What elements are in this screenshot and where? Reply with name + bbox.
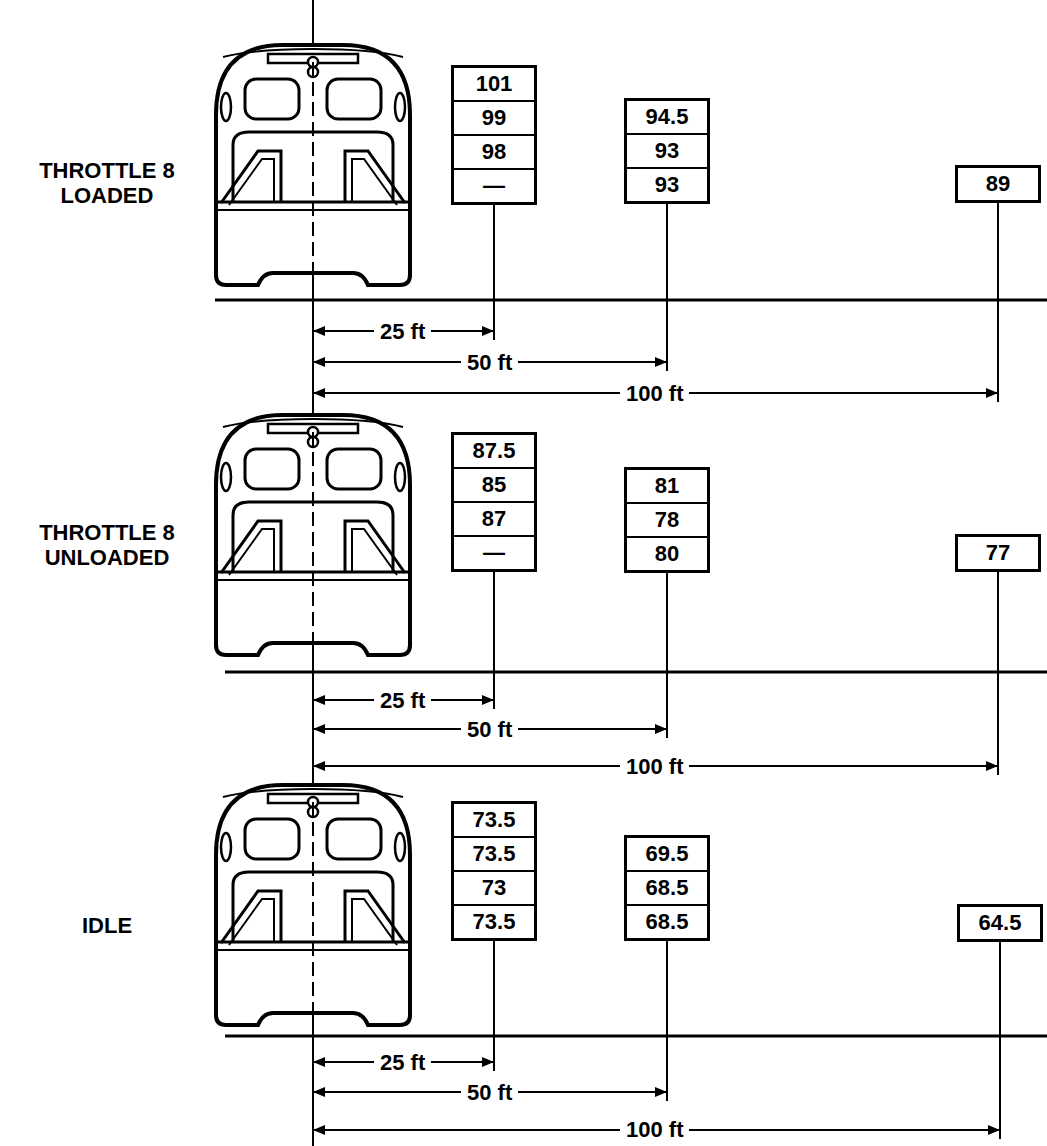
sound-level-value: 99 xyxy=(454,100,534,134)
sound-level-value: 81 xyxy=(627,470,707,502)
sound-level-value: — xyxy=(454,168,534,202)
operating-condition-label: THROTTLE 8 UNLOADED xyxy=(12,520,202,570)
operating-condition-label: THROTTLE 8 LOADED xyxy=(12,158,202,208)
sound-level-value: 101 xyxy=(454,68,534,100)
sound-level-value: 87.5 xyxy=(454,435,534,467)
sound-level-value: 87 xyxy=(454,501,534,535)
locomotive-front xyxy=(216,785,410,1025)
measurement-box: 64.5 xyxy=(957,904,1043,942)
leader-line xyxy=(494,150,1000,1139)
distance-label: 100 ft xyxy=(620,754,689,779)
distance-label: 50 ft xyxy=(461,717,518,742)
locomotive-front xyxy=(216,45,410,285)
distance-label: 25 ft xyxy=(374,688,431,713)
sound-level-value: 93 xyxy=(627,167,707,201)
sound-level-value: 80 xyxy=(627,536,707,570)
sound-level-value: 98 xyxy=(454,134,534,168)
measurement-box: 73.573.57373.5 xyxy=(451,801,537,941)
sound-level-value: 68.5 xyxy=(627,904,707,938)
sound-level-value: 73.5 xyxy=(454,804,534,836)
operating-condition-label: IDLE xyxy=(12,913,202,938)
sound-level-value: 69.5 xyxy=(627,838,707,870)
sound-level-value: 73 xyxy=(454,870,534,904)
distance-label: 25 ft xyxy=(374,319,431,344)
sound-level-value: — xyxy=(454,535,534,569)
center-line xyxy=(312,0,314,1146)
dimension-line xyxy=(314,331,999,1130)
sound-level-value: 68.5 xyxy=(627,870,707,904)
sound-level-value: 73.5 xyxy=(454,836,534,870)
sound-level-value: 78 xyxy=(627,502,707,536)
measurement-box: 89 xyxy=(955,165,1041,203)
locomotive-front xyxy=(216,415,410,655)
sound-level-value: 64.5 xyxy=(960,907,1040,939)
distance-label: 50 ft xyxy=(461,350,518,375)
sound-level-value: 94.5 xyxy=(627,101,707,133)
sound-level-value: 73.5 xyxy=(454,904,534,938)
distance-label: 100 ft xyxy=(620,1117,689,1142)
sound-level-value: 89 xyxy=(958,168,1038,200)
measurement-box: 94.59393 xyxy=(624,98,710,204)
measurement-box: 817880 xyxy=(624,467,710,573)
center-line-dashed xyxy=(312,62,314,1025)
measurement-box: 87.58587— xyxy=(451,432,537,572)
measurement-box: 77 xyxy=(955,534,1041,572)
distance-label: 100 ft xyxy=(620,381,689,406)
sound-level-value: 85 xyxy=(454,467,534,501)
distance-label: 50 ft xyxy=(461,1080,518,1105)
ground-line xyxy=(215,300,1047,1036)
measurement-box: 69.568.568.5 xyxy=(624,835,710,941)
sound-level-value: 77 xyxy=(958,537,1038,569)
measurement-box: 1019998— xyxy=(451,65,537,205)
sound-level-value: 93 xyxy=(627,133,707,167)
distance-label: 25 ft xyxy=(374,1050,431,1075)
